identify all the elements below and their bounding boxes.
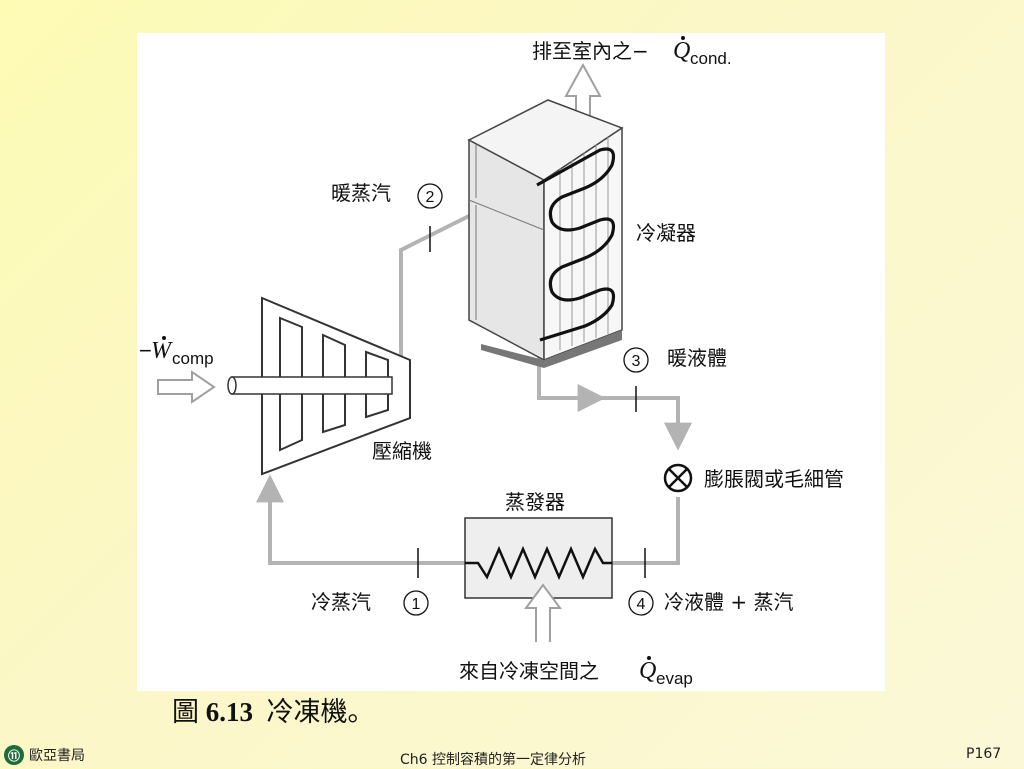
line-condenser-to-valve-2 — [598, 396, 692, 451]
compressor-shaft — [231, 376, 393, 395]
label-compressor: 壓縮機 — [372, 439, 432, 463]
label-warm-vapor: 暖蒸汽 — [331, 181, 391, 205]
chapter-title: Ch6 控制容積的第一定律分析 — [400, 752, 587, 768]
label-condenser: 冷凝器 — [636, 221, 696, 245]
caption-prefix: 圖 — [172, 697, 206, 727]
evaporator — [464, 517, 613, 599]
publisher-footer: ⑪ 歐亞書局 — [4, 744, 85, 766]
expansion-valve-icon — [663, 463, 693, 493]
state-3-number: 3 — [632, 353, 641, 370]
state-4-number: 4 — [637, 596, 646, 613]
condenser-unit — [467, 99, 624, 368]
label-work: − W comp — [139, 336, 214, 368]
label-cold-mixture: 冷液體 + 蒸汽 — [664, 590, 793, 614]
state-1-circle — [403, 590, 429, 616]
qevap-symbol: Q — [639, 658, 656, 684]
state-4-circle — [628, 590, 654, 616]
state-markers — [403, 183, 654, 616]
state-2-number: 2 — [426, 189, 435, 206]
work-symbol: W — [151, 338, 173, 364]
qcond-subscript: cond. — [690, 49, 732, 68]
state-2-circle — [417, 183, 443, 209]
caption-text: 冷凍機。 — [253, 697, 375, 727]
publisher-name: 歐亞書局 — [29, 748, 85, 764]
page-number: P167 — [966, 746, 1002, 762]
label-expansion-valve: 膨脹閥或毛細管 — [704, 467, 844, 491]
label-evaporator: 蒸發器 — [505, 490, 565, 514]
line-evaporator-to-compressor — [256, 474, 465, 565]
label-cold-vapor: 冷蒸汽 — [311, 590, 371, 614]
heat-rejected-arrow — [564, 62, 602, 150]
heat-absorbed-arrow — [524, 583, 562, 642]
label-qevap: 來自冷凍空間之 Q evap — [459, 656, 693, 688]
work-subscript: comp — [172, 349, 214, 368]
label-warm-liquid: 暖液體 — [667, 346, 727, 370]
state-ticks — [417, 226, 646, 578]
label-qcond: 排至室內之− Q cond. — [532, 36, 732, 68]
qevap-prefix: 來自冷凍空間之 — [459, 659, 599, 683]
compressor — [227, 296, 411, 476]
line-valve-to-evaporator — [612, 497, 680, 565]
figure-caption: 圖 6.13 冷凍機。 — [172, 690, 375, 729]
qcond-prefix: 排至室內之− — [532, 39, 649, 63]
qcond-symbol: Q — [673, 38, 690, 64]
work-input-arrow — [157, 370, 216, 404]
evaporator-coil — [465, 545, 612, 581]
condenser-coil — [536, 147, 616, 342]
work-prefix: − — [139, 338, 152, 363]
caption-number: 6.13 — [205, 697, 253, 727]
publisher-logo-icon: ⑪ — [4, 745, 24, 765]
state-3-circle — [623, 347, 649, 373]
state-1-number: 1 — [412, 596, 421, 613]
qevap-subscript: evap — [656, 669, 693, 688]
